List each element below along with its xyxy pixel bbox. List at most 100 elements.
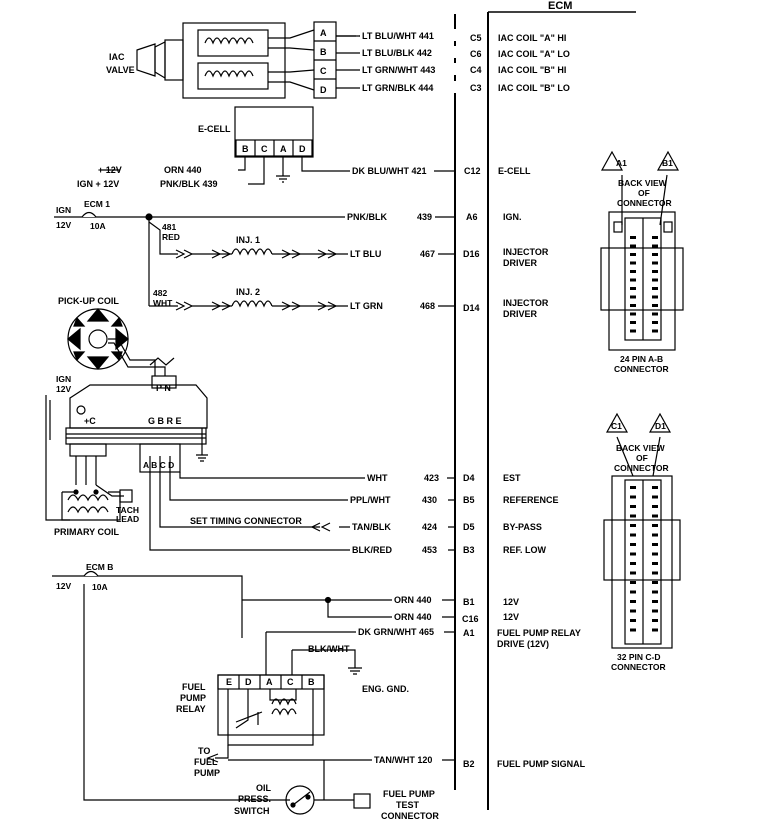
ecm1-amp-label: 10A xyxy=(90,221,106,231)
connector-pin xyxy=(630,600,636,603)
relay-label-2: PUMP xyxy=(180,693,206,703)
pin-c12: C12 xyxy=(464,166,481,176)
relay-term-d: D xyxy=(245,677,252,687)
wire-reflow-color: BLK/RED xyxy=(352,545,392,555)
connector-pin xyxy=(630,619,636,622)
relay-term-a: A xyxy=(266,677,273,687)
wire-b2: TAN/WHT 120 xyxy=(374,755,432,765)
ecell-term-b: B xyxy=(242,144,249,154)
connector-pin xyxy=(630,628,636,632)
connector-pin xyxy=(652,505,658,508)
connector-pin xyxy=(630,495,636,499)
connector-pin xyxy=(652,609,658,613)
connector-pin xyxy=(652,278,658,282)
pin-a1: A1 xyxy=(463,628,475,638)
wire-ecell-dkblu: DK BLU/WHT 421 xyxy=(352,166,427,176)
pin-c16: C16 xyxy=(462,614,479,624)
conn-cd-caption-1: 32 PIN C-D xyxy=(617,652,660,662)
ecell-plus12v: + 12V xyxy=(98,165,122,175)
ecell-term-d: D xyxy=(299,144,306,154)
connector-pin xyxy=(652,236,658,239)
pin-d4: D4 xyxy=(463,473,475,483)
wire-iac-a-hi: LT BLU/WHT 441 xyxy=(362,31,434,41)
wire-inj1-num: 467 xyxy=(420,249,435,259)
connector-pin xyxy=(630,505,636,508)
conn-ab-caption-2: CONNECTOR xyxy=(614,364,669,374)
pin-c3: C3 xyxy=(470,83,482,93)
ign-label: IGN xyxy=(56,205,71,215)
ecm1-fuse-label: ECM 1 xyxy=(84,199,110,209)
wire-bypass-color: TAN/BLK xyxy=(352,522,391,532)
connector-pin xyxy=(630,312,636,316)
iac-term-d: D xyxy=(320,85,327,95)
wire-est-color: WHT xyxy=(367,473,388,483)
pin-b5-function: REFERENCE xyxy=(503,495,559,505)
connector-pin xyxy=(630,609,636,613)
fp-test-2: TEST xyxy=(396,800,420,810)
pin-c5-function: IAC COIL "A" HI xyxy=(498,33,566,43)
connector-pin xyxy=(652,261,658,265)
pin-d16-function2: DRIVER xyxy=(503,258,538,268)
conn-ab-view-1: BACK VIEW xyxy=(618,178,668,188)
iac-label-1: IAC xyxy=(109,52,125,62)
connector-pin xyxy=(630,514,636,518)
connector-pin xyxy=(652,321,658,324)
wire-ecell-pnk439: PNK/BLK 439 xyxy=(160,179,218,189)
wire-iac-b-lo: LT GRN/BLK 444 xyxy=(362,83,433,93)
connector-pin xyxy=(652,571,658,575)
conn-ab-caption-1: 24 PIN A-B xyxy=(620,354,663,364)
iac-term-b: B xyxy=(320,47,327,57)
connector-pin xyxy=(630,304,636,307)
pin-d14-function: INJECTOR xyxy=(503,298,549,308)
connector-pin xyxy=(630,270,636,273)
wire-ecell-orn440: ORN 440 xyxy=(164,165,202,175)
to-fuel-pump-2: FUEL xyxy=(194,757,218,767)
connector-pin xyxy=(630,571,636,575)
wire-ign-color: PNK/BLK xyxy=(347,212,387,222)
pin-d4-function: EST xyxy=(503,473,521,483)
connector-pin xyxy=(652,244,658,248)
injector-circuit: IGN 12V ECM 1 10A 481 RED 482 WHT INJ. 1… xyxy=(54,199,455,311)
pin-b2-function: FUEL PUMP SIGNAL xyxy=(497,759,586,769)
connector-pin xyxy=(630,261,636,265)
connector-pin xyxy=(630,253,636,256)
pin-d14-function2: DRIVER xyxy=(503,309,538,319)
connector-pin xyxy=(652,562,658,565)
connector-pin xyxy=(630,278,636,282)
pin-b3: B3 xyxy=(463,545,475,555)
pin-a6: A6 xyxy=(466,212,478,222)
connector-pin xyxy=(652,524,658,527)
wire-ign-num: 439 xyxy=(417,212,432,222)
ecell-label: E-CELL xyxy=(198,124,231,134)
pin-c3-function: IAC COIL "B" LO xyxy=(498,83,570,93)
connector-pin xyxy=(630,329,636,333)
relay-label-1: FUEL xyxy=(182,682,206,692)
to-fuel-pump-3: PUMP xyxy=(194,768,220,778)
hei-abcd-label: A B C D xyxy=(143,460,174,470)
connector-pin xyxy=(652,486,658,489)
ecell-term-c: C xyxy=(261,144,268,154)
connector-pin xyxy=(630,295,636,299)
hei-ign-label: IGN xyxy=(56,374,71,384)
conn-ab-view-2: OF xyxy=(638,188,650,198)
connector-pin xyxy=(630,244,636,248)
oil-press-3: SWITCH xyxy=(234,806,270,816)
set-timing-label: SET TIMING CONNECTOR xyxy=(190,516,302,526)
ecm-title: ECM xyxy=(548,0,572,12)
oil-press-2: PRESS. xyxy=(238,794,271,804)
connector-pin xyxy=(652,495,658,499)
hei-12v-label: 12V xyxy=(56,384,71,394)
tach-label-2: LEAD xyxy=(116,514,139,524)
wire-inj2-color: LT GRN xyxy=(350,301,383,311)
conn-cd-view-3: CONNECTOR xyxy=(614,463,669,473)
connector-pin xyxy=(630,524,636,527)
fuel-pump-circuit: ECM B 12V 10A ORN 440 ORN 440 DK GRN/WHT… xyxy=(52,562,455,821)
ecell-ign12v: IGN + 12V xyxy=(77,179,119,189)
connector-pin xyxy=(630,236,636,239)
pin-b1: B1 xyxy=(463,597,475,607)
connector-32pin-cd: C1 D1 BACK VIEW OF CONNECTOR 32 PIN C-D … xyxy=(603,412,681,672)
pin-a1-function: FUEL PUMP RELAY xyxy=(497,628,581,638)
to-fuel-pump-1: TO xyxy=(198,746,210,756)
iac-label-2: VALVE xyxy=(106,65,135,75)
